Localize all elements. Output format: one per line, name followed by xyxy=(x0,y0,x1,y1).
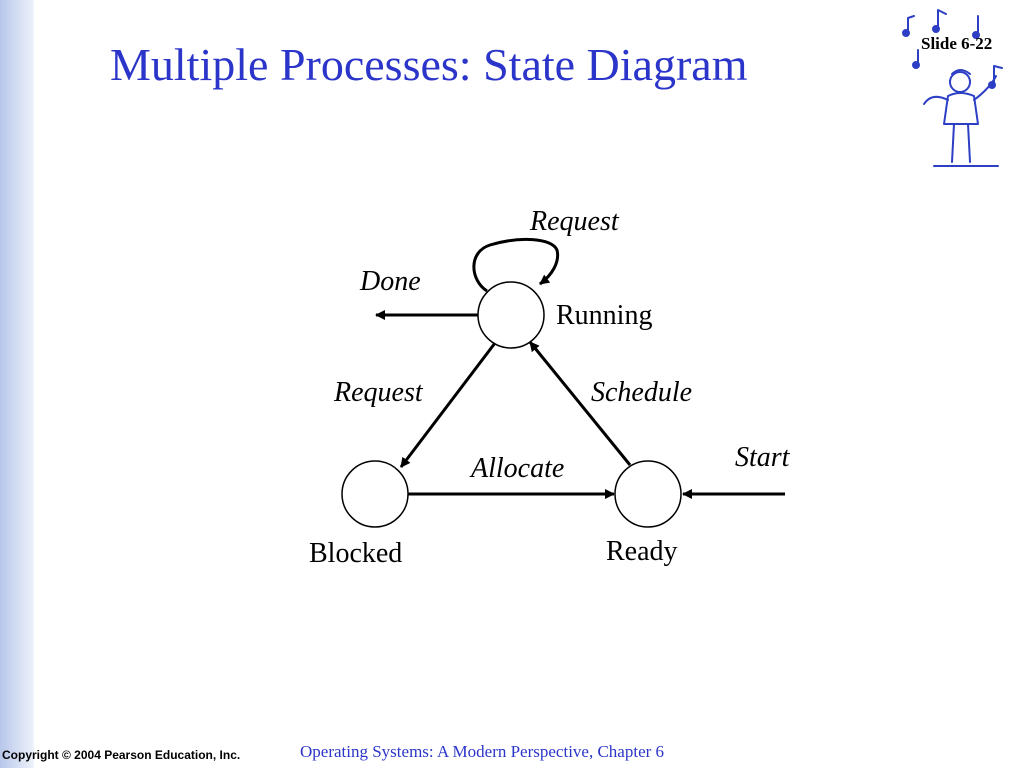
slide-title: Multiple Processes: State Diagram xyxy=(110,39,748,90)
allocate-label: Allocate xyxy=(471,453,565,484)
running-label: Running xyxy=(556,300,653,331)
request-label: Request xyxy=(334,377,423,408)
copyright-footer: Copyright © 2004 Pearson Education, Inc. xyxy=(2,748,241,762)
side-gradient-bar xyxy=(0,0,34,768)
schedule-label: Schedule xyxy=(591,377,693,408)
done-label: Done xyxy=(360,266,421,297)
start-label: Start xyxy=(735,442,790,473)
blocked-label: Blocked xyxy=(309,538,403,569)
request-loop-arrow xyxy=(472,237,560,293)
slide-number: Slide 6-22 xyxy=(921,34,993,53)
running-state-node xyxy=(477,281,545,349)
book-footer: Operating Systems: A Modern Perspective,… xyxy=(300,742,665,761)
request-arrow xyxy=(399,342,497,468)
blocked-state-node xyxy=(341,460,409,528)
request-loop-label: Request xyxy=(530,206,619,237)
ready-label: Ready xyxy=(606,536,678,567)
schedule-arrow xyxy=(528,341,632,466)
musician-clipart-icon xyxy=(902,9,1003,167)
ready-state-node xyxy=(614,460,682,528)
